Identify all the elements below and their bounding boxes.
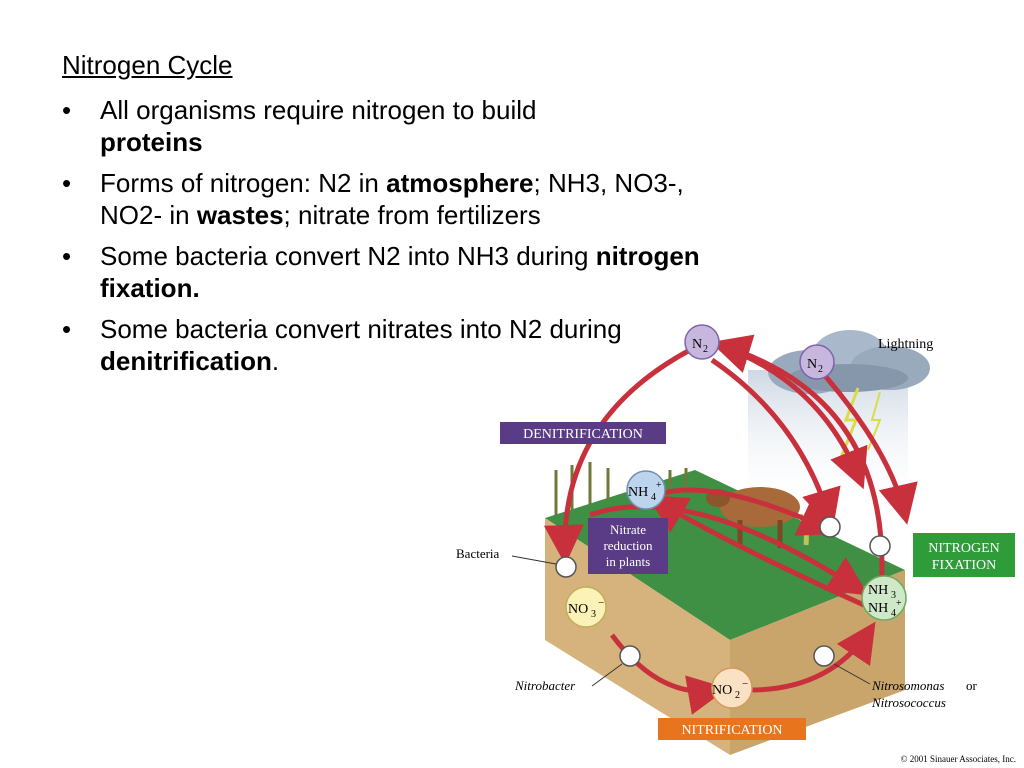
svg-text:3: 3 — [891, 590, 896, 601]
svg-text:N: N — [807, 357, 817, 372]
bullet-item-2: • Forms of nitrogen: N2 in atmosphere; N… — [62, 168, 684, 230]
svg-text:N: N — [692, 337, 702, 352]
svg-text:4: 4 — [891, 608, 896, 619]
copyright-notice: © 2001 Sinauer Associates, Inc. — [901, 754, 1016, 764]
nitrogen-fixation-box — [913, 533, 1015, 577]
lightning-bolt — [867, 391, 882, 451]
denitrification-label: DENITRIFICATION — [523, 427, 643, 442]
n2-cloud: N 2 — [799, 344, 835, 380]
slide-title: Nitrogen Cycle — [62, 50, 233, 80]
nitrosomonas-label: Nitrosomonas — [871, 678, 944, 693]
svg-text:NH: NH — [628, 485, 648, 500]
n2-top: N 2 — [684, 324, 720, 360]
nitrobacter-leader-line — [591, 663, 623, 687]
bullet-list: • All organisms require nitrogen to buil… — [62, 94, 742, 386]
nitrobacter-label: Nitrobacter — [514, 678, 576, 693]
nitrification-label: NITRIFICATION — [681, 723, 782, 738]
bullet-marker: • — [62, 314, 72, 344]
nitrosococcus-label: Nitrosococcus — [871, 695, 946, 710]
bacteria-icons — [555, 516, 891, 667]
bacteria-label: Bacteria — [456, 546, 500, 561]
svg-text:−: − — [742, 678, 748, 690]
bullet-item-4: • Some bacteria convert nitrates into N2… — [62, 314, 622, 376]
keyword-wastes: wastes — [196, 200, 284, 230]
soil-front — [545, 518, 730, 755]
svg-text:in plants: in plants — [606, 554, 650, 569]
keyword-nitrogen-fixation: nitrogen fixation. — [100, 241, 700, 303]
nitrification-box — [658, 718, 806, 740]
nitrate-reduction-box — [588, 518, 668, 574]
bullet-item-1: • All organisms require nitrogen to buil… — [62, 95, 537, 157]
svg-text:2: 2 — [735, 690, 740, 701]
bacteria-leader-line — [511, 555, 557, 565]
svg-text:NO: NO — [568, 602, 588, 617]
lightning-bolt — [838, 387, 860, 461]
or-label: or — [966, 678, 978, 693]
keyword-proteins: proteins — [100, 127, 203, 157]
svg-text:NH: NH — [868, 583, 888, 598]
keyword-atmosphere: atmosphere — [386, 168, 534, 198]
svg-text:−: − — [598, 597, 604, 609]
svg-text:3: 3 — [591, 609, 596, 620]
no3-molecule: NO 3 − — [565, 586, 607, 628]
bullet-marker: • — [62, 168, 72, 198]
svg-text:NH: NH — [868, 601, 888, 616]
denitrification-box — [500, 422, 666, 444]
nh3-nh4-molecule: NH 3 NH 4 + — [861, 575, 907, 621]
keyword-denitrification: denitrification — [100, 346, 272, 376]
bullet-marker: • — [62, 241, 72, 271]
nitrogen-fixation-label-1: NITROGEN — [928, 541, 1000, 556]
nitrosomonas-leader-line — [833, 663, 871, 685]
svg-text:4: 4 — [651, 492, 656, 503]
svg-text:NO: NO — [712, 683, 732, 698]
nh4-molecule: NH 4 + — [626, 470, 666, 510]
svg-text:2: 2 — [703, 344, 708, 355]
lightning-label: Lightning — [878, 337, 933, 352]
svg-text:+: + — [656, 480, 662, 491]
bullet-marker: • — [62, 95, 72, 125]
svg-text:Nitrate: Nitrate — [610, 522, 646, 537]
svg-text:reduction: reduction — [603, 538, 653, 553]
grass-surface — [545, 470, 905, 640]
svg-text:+: + — [896, 598, 902, 609]
no2-molecule: NO 2 − — [711, 667, 753, 709]
bullet-item-3: • Some bacteria convert N2 into NH3 duri… — [62, 241, 700, 303]
nitrogen-fixation-label-2: FIXATION — [932, 558, 997, 573]
svg-text:2: 2 — [818, 364, 823, 375]
